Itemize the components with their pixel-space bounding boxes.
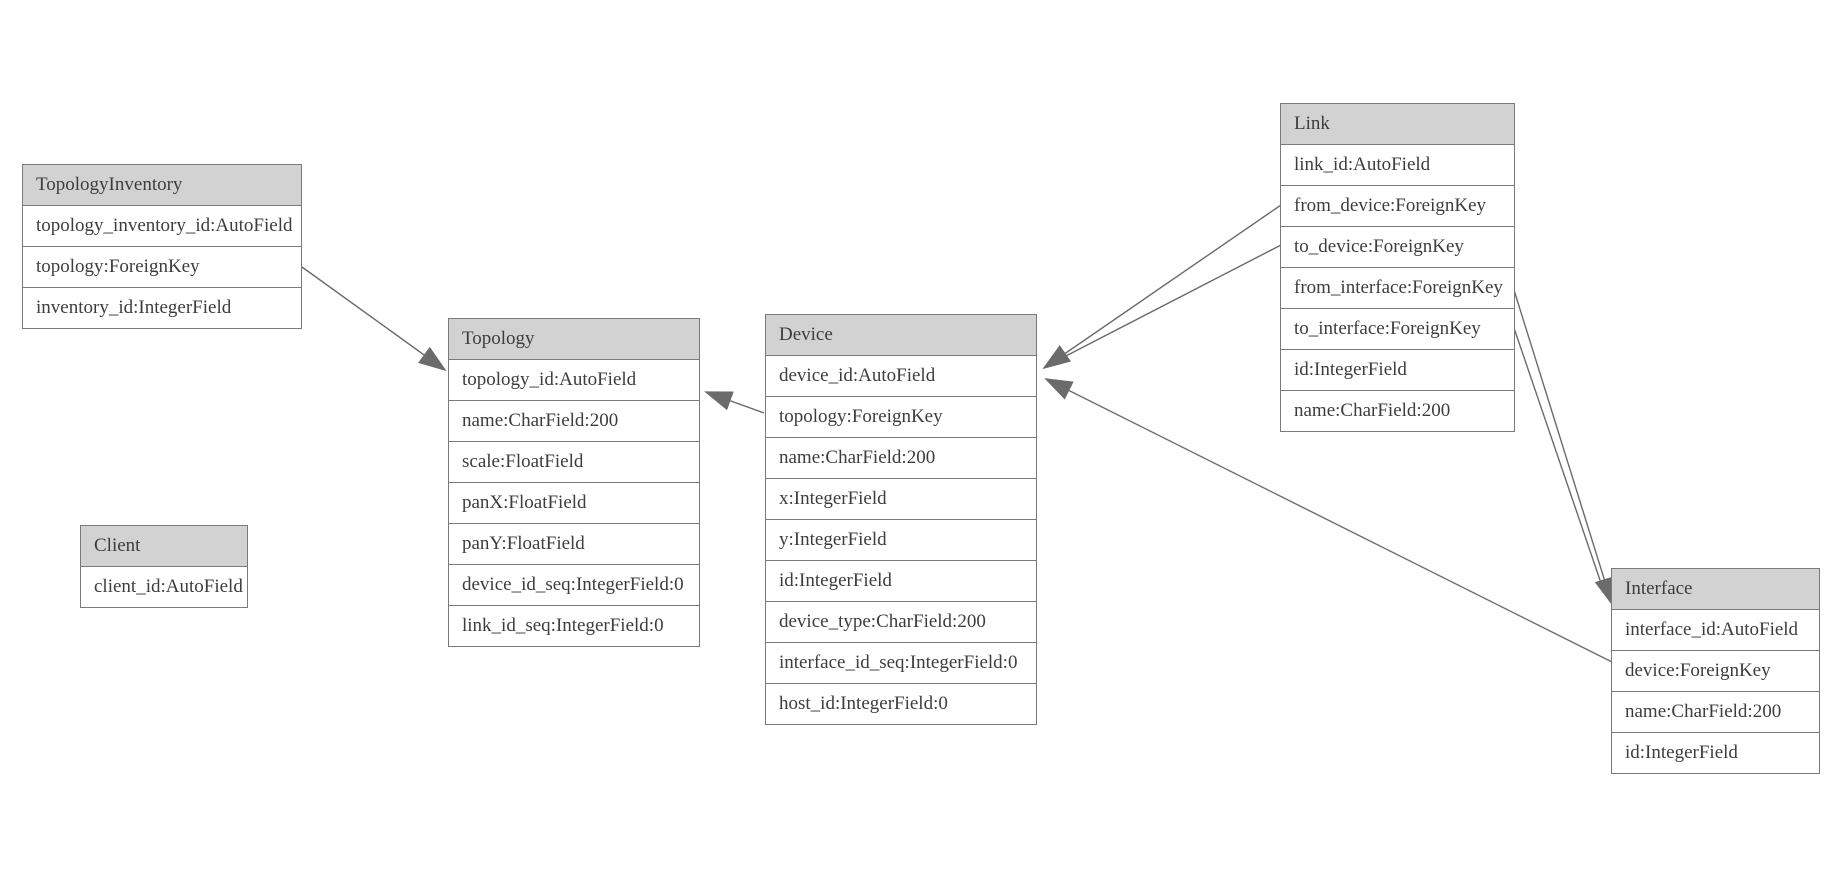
entity-field-row: interface_id_seq:IntegerField:0	[766, 642, 1036, 683]
entity-header: Device	[766, 315, 1036, 355]
entity-client[interactable]: Client client_id:AutoField	[80, 525, 248, 608]
entity-field-row: topology:ForeignKey	[23, 246, 301, 287]
entity-link[interactable]: Link link_id:AutoField from_device:Forei…	[1280, 103, 1515, 432]
entity-field-row: interface_id:AutoField	[1612, 609, 1819, 650]
entity-field-row: topology_id:AutoField	[449, 359, 699, 400]
entity-field-row: link_id:AutoField	[1281, 144, 1514, 185]
entity-field-row: y:IntegerField	[766, 519, 1036, 560]
entity-header: TopologyInventory	[23, 165, 301, 205]
edge-link-todevice-device	[1061, 244, 1282, 359]
entity-field-row: x:IntegerField	[766, 478, 1036, 519]
entity-field-row: id:IntegerField	[1281, 349, 1514, 390]
entity-field-row: name:CharField:200	[1612, 691, 1819, 732]
entity-topology[interactable]: Topology topology_id:AutoField name:Char…	[448, 318, 700, 647]
entity-header: Link	[1281, 104, 1514, 144]
entity-field-row: panY:FloatField	[449, 523, 699, 564]
entity-field-row: client_id:AutoField	[81, 566, 247, 607]
entity-field-row: name:CharField:200	[766, 437, 1036, 478]
entity-interface[interactable]: Interface interface_id:AutoField device:…	[1611, 568, 1820, 774]
entity-field-row: to_device:ForeignKey	[1281, 226, 1514, 267]
edge-link-tointerface-interface	[1513, 327, 1603, 587]
entity-field-row: host_id:IntegerField:0	[766, 683, 1036, 724]
entity-field-row: name:CharField:200	[1281, 390, 1514, 431]
entity-field-row: topology_inventory_id:AutoField	[23, 205, 301, 246]
edge-link-fromdevice-device	[1042, 204, 1282, 370]
entity-device[interactable]: Device device_id:AutoField topology:Fore…	[765, 314, 1037, 725]
edge-topologyinventory-topology	[301, 266, 447, 372]
entity-field-row: panX:FloatField	[449, 482, 699, 523]
edge-interface-device	[1044, 378, 1613, 663]
entity-header: Interface	[1612, 569, 1819, 609]
entity-header: Topology	[449, 319, 699, 359]
entity-field-row: name:CharField:200	[449, 400, 699, 441]
entity-topologyinventory[interactable]: TopologyInventory topology_inventory_id:…	[22, 164, 302, 329]
entity-field-row: id:IntegerField	[1612, 732, 1819, 773]
entity-field-row: link_id_seq:IntegerField:0	[449, 605, 699, 646]
entity-field-row: device_type:CharField:200	[766, 601, 1036, 642]
entity-field-row: topology:ForeignKey	[766, 396, 1036, 437]
entity-field-row: from_interface:ForeignKey	[1281, 267, 1514, 308]
entity-field-row: device_id_seq:IntegerField:0	[449, 564, 699, 605]
entity-header: Client	[81, 526, 247, 566]
entity-field-row: device_id:AutoField	[766, 355, 1036, 396]
entity-field-row: inventory_id:IntegerField	[23, 287, 301, 328]
edge-device-topology	[704, 391, 765, 414]
entity-field-row: from_device:ForeignKey	[1281, 185, 1514, 226]
entity-field-row: to_interface:ForeignKey	[1281, 308, 1514, 349]
edge-link-frominterface-interface	[1513, 289, 1614, 606]
entity-field-row: id:IntegerField	[766, 560, 1036, 601]
entity-field-row: device:ForeignKey	[1612, 650, 1819, 691]
entity-field-row: scale:FloatField	[449, 441, 699, 482]
